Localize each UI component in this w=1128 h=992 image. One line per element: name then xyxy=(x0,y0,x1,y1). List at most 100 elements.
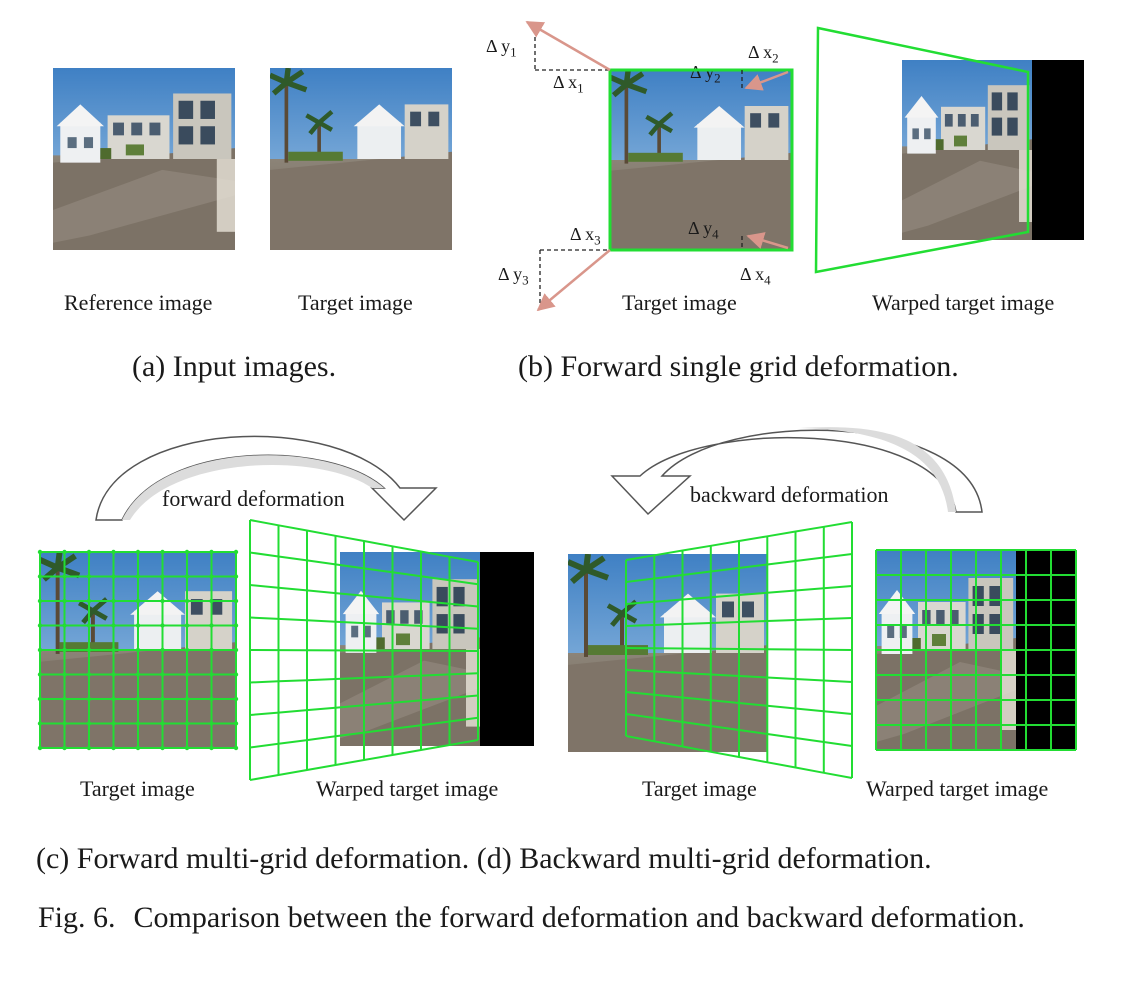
reference-image-label: Reference image xyxy=(64,290,213,315)
grid-vertex xyxy=(160,549,165,555)
grid-vertex xyxy=(135,574,141,579)
delta-y3-label: Δ y3 xyxy=(498,264,529,288)
grid-vertex xyxy=(111,721,116,726)
grid-line xyxy=(625,691,853,715)
grid-vertex xyxy=(111,672,116,677)
grid-vertex xyxy=(86,623,92,628)
offset-arrow-1 xyxy=(525,20,611,72)
target-grid-c xyxy=(37,549,239,751)
target-image-label-a: Target image xyxy=(298,290,413,315)
grid-vertex xyxy=(62,549,67,555)
grid-vertex xyxy=(233,598,239,604)
grid-vertex xyxy=(233,647,239,653)
grid-vertex xyxy=(184,721,190,726)
warped-quad xyxy=(814,26,1030,274)
grid-vertex xyxy=(62,623,67,628)
grid-vertex xyxy=(135,696,141,702)
grid-vertex xyxy=(184,623,190,628)
grid-line xyxy=(625,713,853,747)
grid-vertex xyxy=(209,549,214,555)
grid-vertex xyxy=(86,574,92,579)
grid-vertex xyxy=(135,623,141,628)
grid-vertex xyxy=(184,598,190,604)
grid-vertex xyxy=(111,696,116,702)
grid-vertex xyxy=(86,745,92,751)
grid-vertex xyxy=(86,598,92,604)
figure-caption: Fig. 6.Comparison between the forward de… xyxy=(38,900,1090,936)
grid-vertex xyxy=(37,549,43,555)
grid-vertex xyxy=(135,549,141,555)
grid-vertex xyxy=(86,672,92,677)
forward-curved-arrow xyxy=(95,435,438,522)
grid-vertex xyxy=(37,745,43,751)
delta-y1-label: Δ y1 xyxy=(486,36,517,60)
grid-vertex xyxy=(62,721,67,726)
grid-vertex xyxy=(184,549,190,555)
grid-vertex xyxy=(233,549,239,555)
delta-x3-label: Δ x3 xyxy=(570,224,601,248)
grid-line xyxy=(249,716,479,749)
grid-line xyxy=(625,735,853,779)
subcaption-b: (b) Forward single grid deformation. xyxy=(518,350,959,383)
arrow-label-backward: backward deformation xyxy=(690,482,889,507)
grid-vertex xyxy=(62,647,67,653)
grid-line xyxy=(625,669,853,683)
grid-vertex xyxy=(233,721,239,726)
grid-vertex xyxy=(233,574,239,579)
warped-target-image-label-b: Warped target image xyxy=(872,290,1055,315)
grid-vertex xyxy=(209,745,214,751)
grid-vertex xyxy=(86,721,92,726)
grid-vertex xyxy=(37,696,43,702)
grid-vertex xyxy=(62,696,67,702)
grid-vertex xyxy=(209,598,214,604)
grid-vertex xyxy=(111,647,116,653)
grid-vertex xyxy=(62,598,67,604)
warped-target-image-label-d: Warped target image xyxy=(866,776,1049,801)
backward-curved-arrow-fill xyxy=(800,427,956,512)
offset-arrow-4 xyxy=(746,232,789,250)
target-image-label-b: Target image xyxy=(622,290,737,315)
grid-vertex xyxy=(135,721,141,726)
grid-vertex xyxy=(160,647,165,653)
grid-vertex xyxy=(160,598,165,604)
target-image-label-c: Target image xyxy=(80,776,195,801)
delta-y2-label: Δ y2 xyxy=(690,62,721,86)
grid-vertex xyxy=(233,672,239,677)
grid-vertex xyxy=(160,623,165,628)
grid-vertex xyxy=(111,598,116,604)
figure-caption-text: Comparison between the forward deformati… xyxy=(133,901,1025,934)
warped-target-image-label-c: Warped target image xyxy=(316,776,499,801)
delta-x1-label: Δ x1 xyxy=(553,72,584,96)
delta-y4-label: Δ y4 xyxy=(688,218,719,242)
grid-vertex xyxy=(184,696,190,702)
arrow-label-forward: forward deformation xyxy=(162,486,345,511)
target-grid-d xyxy=(875,549,1077,751)
grid-line xyxy=(249,649,479,652)
grid-vertex xyxy=(209,721,214,726)
grid-vertex xyxy=(62,745,67,751)
grid-vertex xyxy=(86,696,92,702)
grid-vertex xyxy=(37,623,43,628)
grid-vertex xyxy=(86,647,92,653)
backward-curved-arrow xyxy=(610,429,983,516)
grid-vertex xyxy=(62,574,67,579)
grid-vertex xyxy=(62,672,67,677)
grid-vertex xyxy=(111,574,116,579)
grid-line xyxy=(249,739,479,781)
warped-target-image-b xyxy=(902,60,1084,240)
grid-vertex xyxy=(135,598,141,604)
grid-vertex xyxy=(37,574,43,579)
grid-vertex xyxy=(209,574,214,579)
grid-vertex xyxy=(135,745,141,751)
grid-vertex xyxy=(111,745,116,751)
grid-vertex xyxy=(37,672,43,677)
grid-vertex xyxy=(233,696,239,702)
grid-vertex xyxy=(111,623,116,628)
grid-vertex xyxy=(37,647,43,653)
grid-vertex xyxy=(184,574,190,579)
grid-vertex xyxy=(37,598,43,604)
grid-vertex xyxy=(160,696,165,702)
delta-x2-label: Δ x2 xyxy=(748,42,779,66)
grid-vertex xyxy=(86,549,92,555)
